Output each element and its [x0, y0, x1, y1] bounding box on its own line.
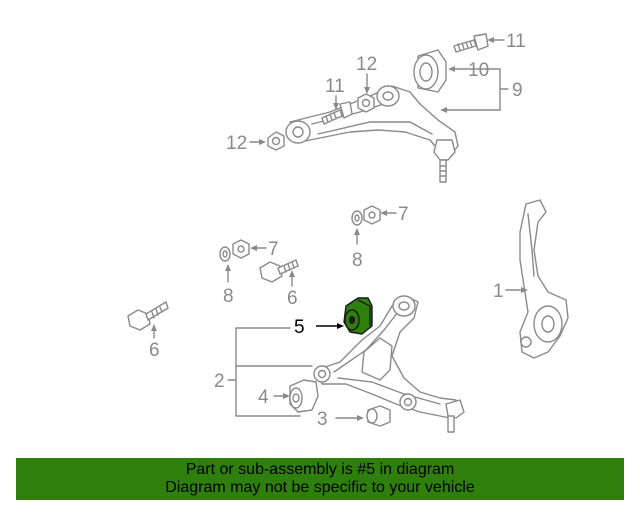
lower-bushing-4: [289, 379, 319, 413]
bolt-6-middle: [259, 259, 299, 283]
banner-line-1: Part or sub-assembly is #5 in diagram: [185, 461, 455, 478]
nut-7-left: [232, 239, 250, 259]
steering-knuckle: [519, 199, 569, 359]
bushing-part-5: [343, 297, 373, 335]
callout-6-middle: 6: [287, 288, 298, 309]
leader-lines: [151, 37, 528, 421]
callout-6-left: 6: [149, 340, 160, 361]
lower-bushing-3: [366, 405, 391, 427]
banner-line-2: Diagram may not be specific to your vehi…: [165, 479, 475, 496]
callout-1: 1: [493, 281, 504, 302]
upper-nut-12-left: [267, 131, 285, 151]
callout-3: 3: [317, 409, 328, 430]
upper-arm-bushing: [413, 49, 447, 93]
upper-control-arm: [285, 85, 459, 183]
bolt-6-left: [127, 301, 169, 331]
washer-8-right: [351, 210, 363, 226]
callout-12-top: 12: [356, 54, 377, 75]
callout-7-left: 7: [268, 239, 279, 260]
callout-10: 10: [468, 60, 489, 81]
info-banner: Part or sub-assembly is #5 in diagram Di…: [16, 458, 624, 500]
callout-8-right: 8: [352, 250, 363, 271]
callout-5: 5: [294, 317, 305, 338]
callout-8-left: 8: [223, 286, 234, 307]
callout-7-right: 7: [398, 204, 409, 225]
washer-8-left: [219, 246, 231, 262]
callout-11-left: 11: [325, 76, 345, 97]
lower-control-arm: [313, 295, 465, 433]
callout-12-left: 12: [226, 133, 247, 154]
callout-4: 4: [258, 387, 269, 408]
callout-2: 2: [214, 371, 225, 392]
upper-bolt-11-top: [453, 33, 489, 53]
nut-7-right: [363, 205, 381, 225]
callout-11-top: 11: [506, 31, 526, 52]
upper-bolt-11-left: [321, 101, 353, 125]
callout-9: 9: [512, 80, 523, 101]
callout-labels: 11 10 9 12 11 12 7 8 7 8 6 6 1 5 2 4 3: [149, 31, 526, 430]
upper-nut-12-top: [357, 93, 375, 113]
